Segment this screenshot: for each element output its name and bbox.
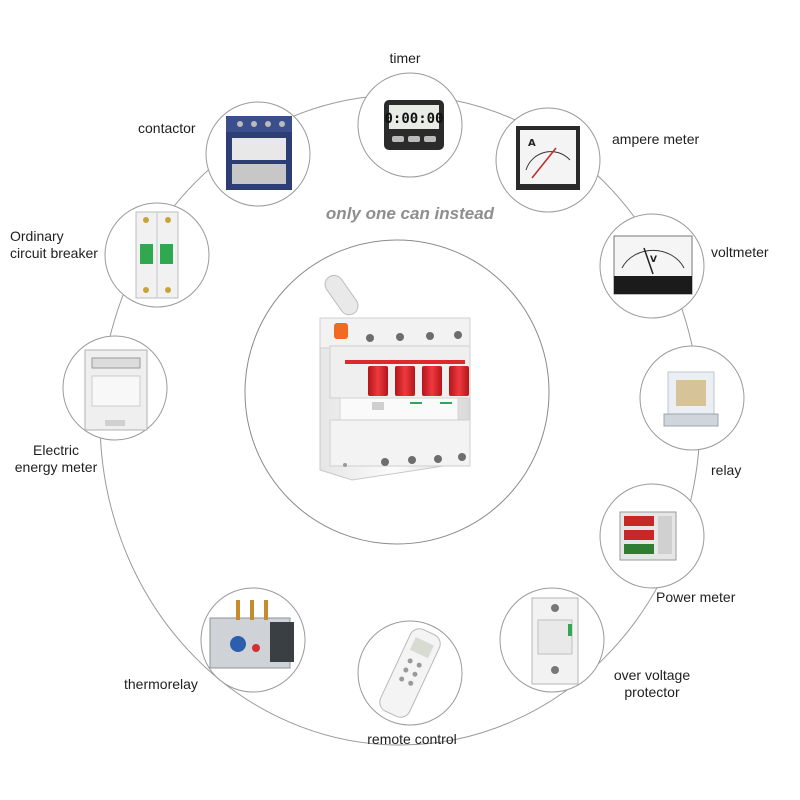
label-over-voltage-line2: protector xyxy=(624,684,680,700)
label-over-voltage-protector: over voltage protector xyxy=(592,667,712,701)
label-relay: relay xyxy=(711,462,742,478)
over-voltage-protector-circle xyxy=(499,587,605,693)
label-ampere-meter: ampere meter xyxy=(612,131,700,147)
voltmeter-dial-letter: V xyxy=(650,255,657,265)
label-thermorelay: thermorelay xyxy=(124,676,198,692)
electric-energy-meter-circle xyxy=(62,335,168,441)
relay-circle xyxy=(639,345,745,451)
label-voltmeter: voltmeter xyxy=(711,244,769,260)
label-energy-meter-line2: energy meter xyxy=(14,459,98,475)
ordinary-circuit-breaker-circle xyxy=(104,202,210,308)
ampere-meter-circle: A xyxy=(495,107,601,213)
timer-circle: 0:00:00 xyxy=(357,72,463,178)
ampere-dial-letter: A xyxy=(528,138,536,149)
label-contactor: contactor xyxy=(138,120,196,136)
power-meter-circle xyxy=(599,483,705,589)
label-power-meter: Power meter xyxy=(656,589,736,605)
label-ordinary-circuit-breaker: Ordinary circuit breaker xyxy=(10,228,98,262)
label-breaker-line1: Ordinary xyxy=(10,228,64,244)
label-energy-meter-line1: Electric xyxy=(33,442,79,458)
voltmeter-circle: V xyxy=(599,213,705,319)
remote-control-circle xyxy=(357,620,463,726)
contactor-circle xyxy=(205,101,311,207)
label-over-voltage-line1: over voltage xyxy=(613,667,691,683)
smart-circuit-breaker xyxy=(319,274,471,481)
label-breaker-line2: circuit breaker xyxy=(10,245,98,261)
label-timer: timer xyxy=(389,50,421,66)
timer-display: 0:00:00 xyxy=(384,111,443,127)
label-electric-energy-meter: Electric energy meter xyxy=(4,442,108,476)
tagline: only one can instead xyxy=(325,204,495,223)
label-remote-control: remote control xyxy=(367,731,457,747)
thermorelay-circle xyxy=(200,587,306,693)
